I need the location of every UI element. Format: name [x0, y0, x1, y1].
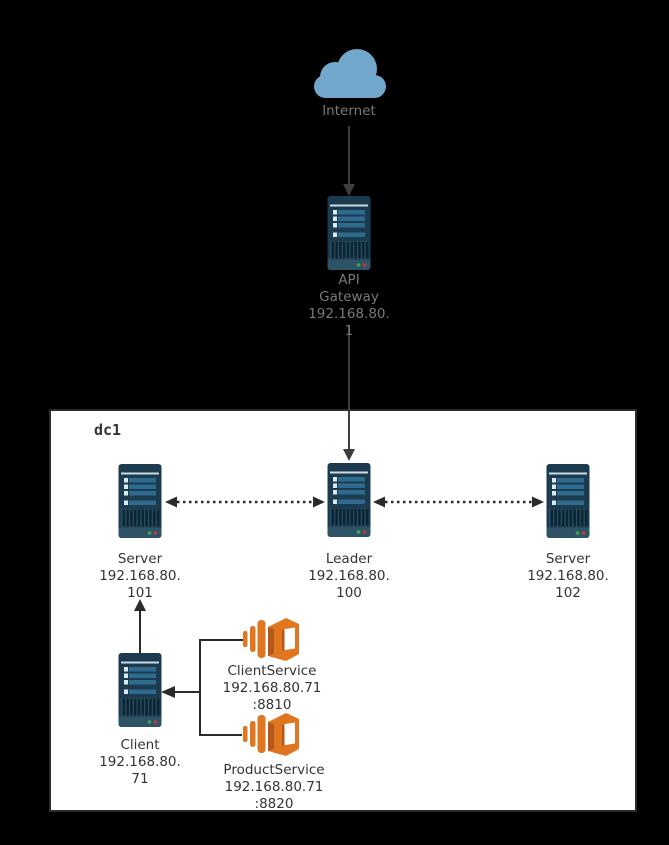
server-tower-icon: [327, 196, 371, 270]
label-line: 192.168.80.: [99, 754, 181, 770]
label-line: 192.168.80.71: [224, 779, 324, 795]
label-line: 1: [344, 323, 354, 339]
client-service-label: ClientService 192.168.80.71 :8810: [202, 663, 342, 714]
label-line: Internet: [322, 103, 376, 119]
label-line: ProductService: [223, 762, 325, 778]
label-line: 192.168.80.: [527, 568, 609, 584]
api-gateway-label: API Gateway 192.168.80. 1: [279, 272, 419, 340]
edge-internet-gateway: [343, 126, 355, 196]
client-service-node: [243, 615, 301, 663]
server-tower-icon: [546, 464, 590, 538]
server-tower-icon: [327, 463, 371, 537]
server-tower-icon: [118, 653, 162, 727]
label-line: 100: [336, 585, 362, 601]
aws-service-icon: [243, 713, 299, 756]
label-line: Gateway: [319, 289, 379, 305]
server2-node: [546, 464, 590, 538]
client-node: [118, 653, 162, 727]
label-line: 192.168.80.: [99, 568, 181, 584]
label-line: 192.168.80.71: [222, 680, 322, 696]
label-line: 71: [131, 771, 149, 787]
label-line: Leader: [325, 551, 373, 567]
leader-label: Leader 192.168.80. 100: [279, 551, 419, 602]
label-line: 192.168.80.: [308, 306, 390, 322]
dc1-group-title: dc1: [94, 421, 122, 439]
leader-node: [327, 463, 371, 537]
api-gateway-node: [327, 196, 371, 270]
client-label: Client 192.168.80. 71: [70, 737, 210, 788]
cloud-icon: [314, 49, 386, 98]
product-service-node: [243, 710, 301, 758]
label-line: 192.168.80.: [308, 568, 390, 584]
internet-label: Internet: [279, 103, 419, 120]
label-line: 101: [127, 585, 153, 601]
label-line: :8810: [252, 697, 292, 713]
aws-service-icon: [243, 618, 299, 661]
server2-label: Server 192.168.80. 102: [498, 551, 638, 602]
internet-node: [313, 47, 387, 99]
server1-node: [118, 464, 162, 538]
label-line: ClientService: [227, 663, 317, 679]
label-line: API: [338, 272, 360, 288]
server1-label: Server 192.168.80. 101: [70, 551, 210, 602]
label-line: Server: [545, 551, 591, 567]
label-line: Client: [120, 737, 160, 753]
server-tower-icon: [118, 464, 162, 538]
label-line: :8820: [254, 796, 294, 812]
label-line: Server: [117, 551, 163, 567]
label-line: 102: [555, 585, 581, 601]
product-service-label: ProductService 192.168.80.71 :8820: [204, 762, 344, 813]
